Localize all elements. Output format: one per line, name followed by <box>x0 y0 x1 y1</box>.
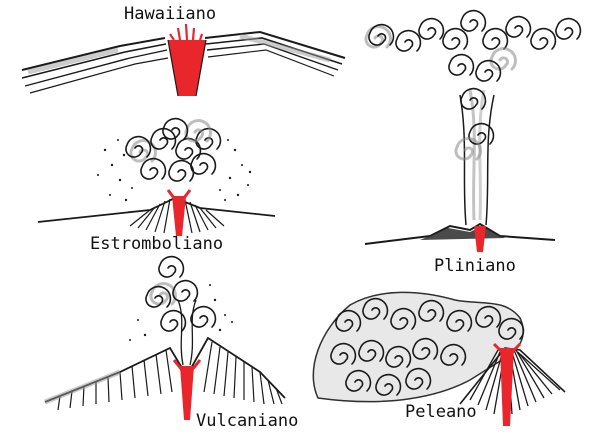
plinian-volcano-illustration <box>365 11 580 252</box>
strombolian-volcano-illustration <box>38 119 275 236</box>
vulcanian-volcano-illustration <box>45 257 285 420</box>
vulcanian-eruption-label: Vulcaniano <box>196 413 298 430</box>
strombolian-eruption-label: Estromboliano <box>90 236 223 253</box>
pelean-eruption-label: Peleano <box>405 404 477 421</box>
hawaiian-eruption-label: Hawaiiano <box>124 6 216 23</box>
hawaiian-volcano-illustration <box>22 24 345 96</box>
plinian-eruption-label: Pliniano <box>434 258 516 275</box>
